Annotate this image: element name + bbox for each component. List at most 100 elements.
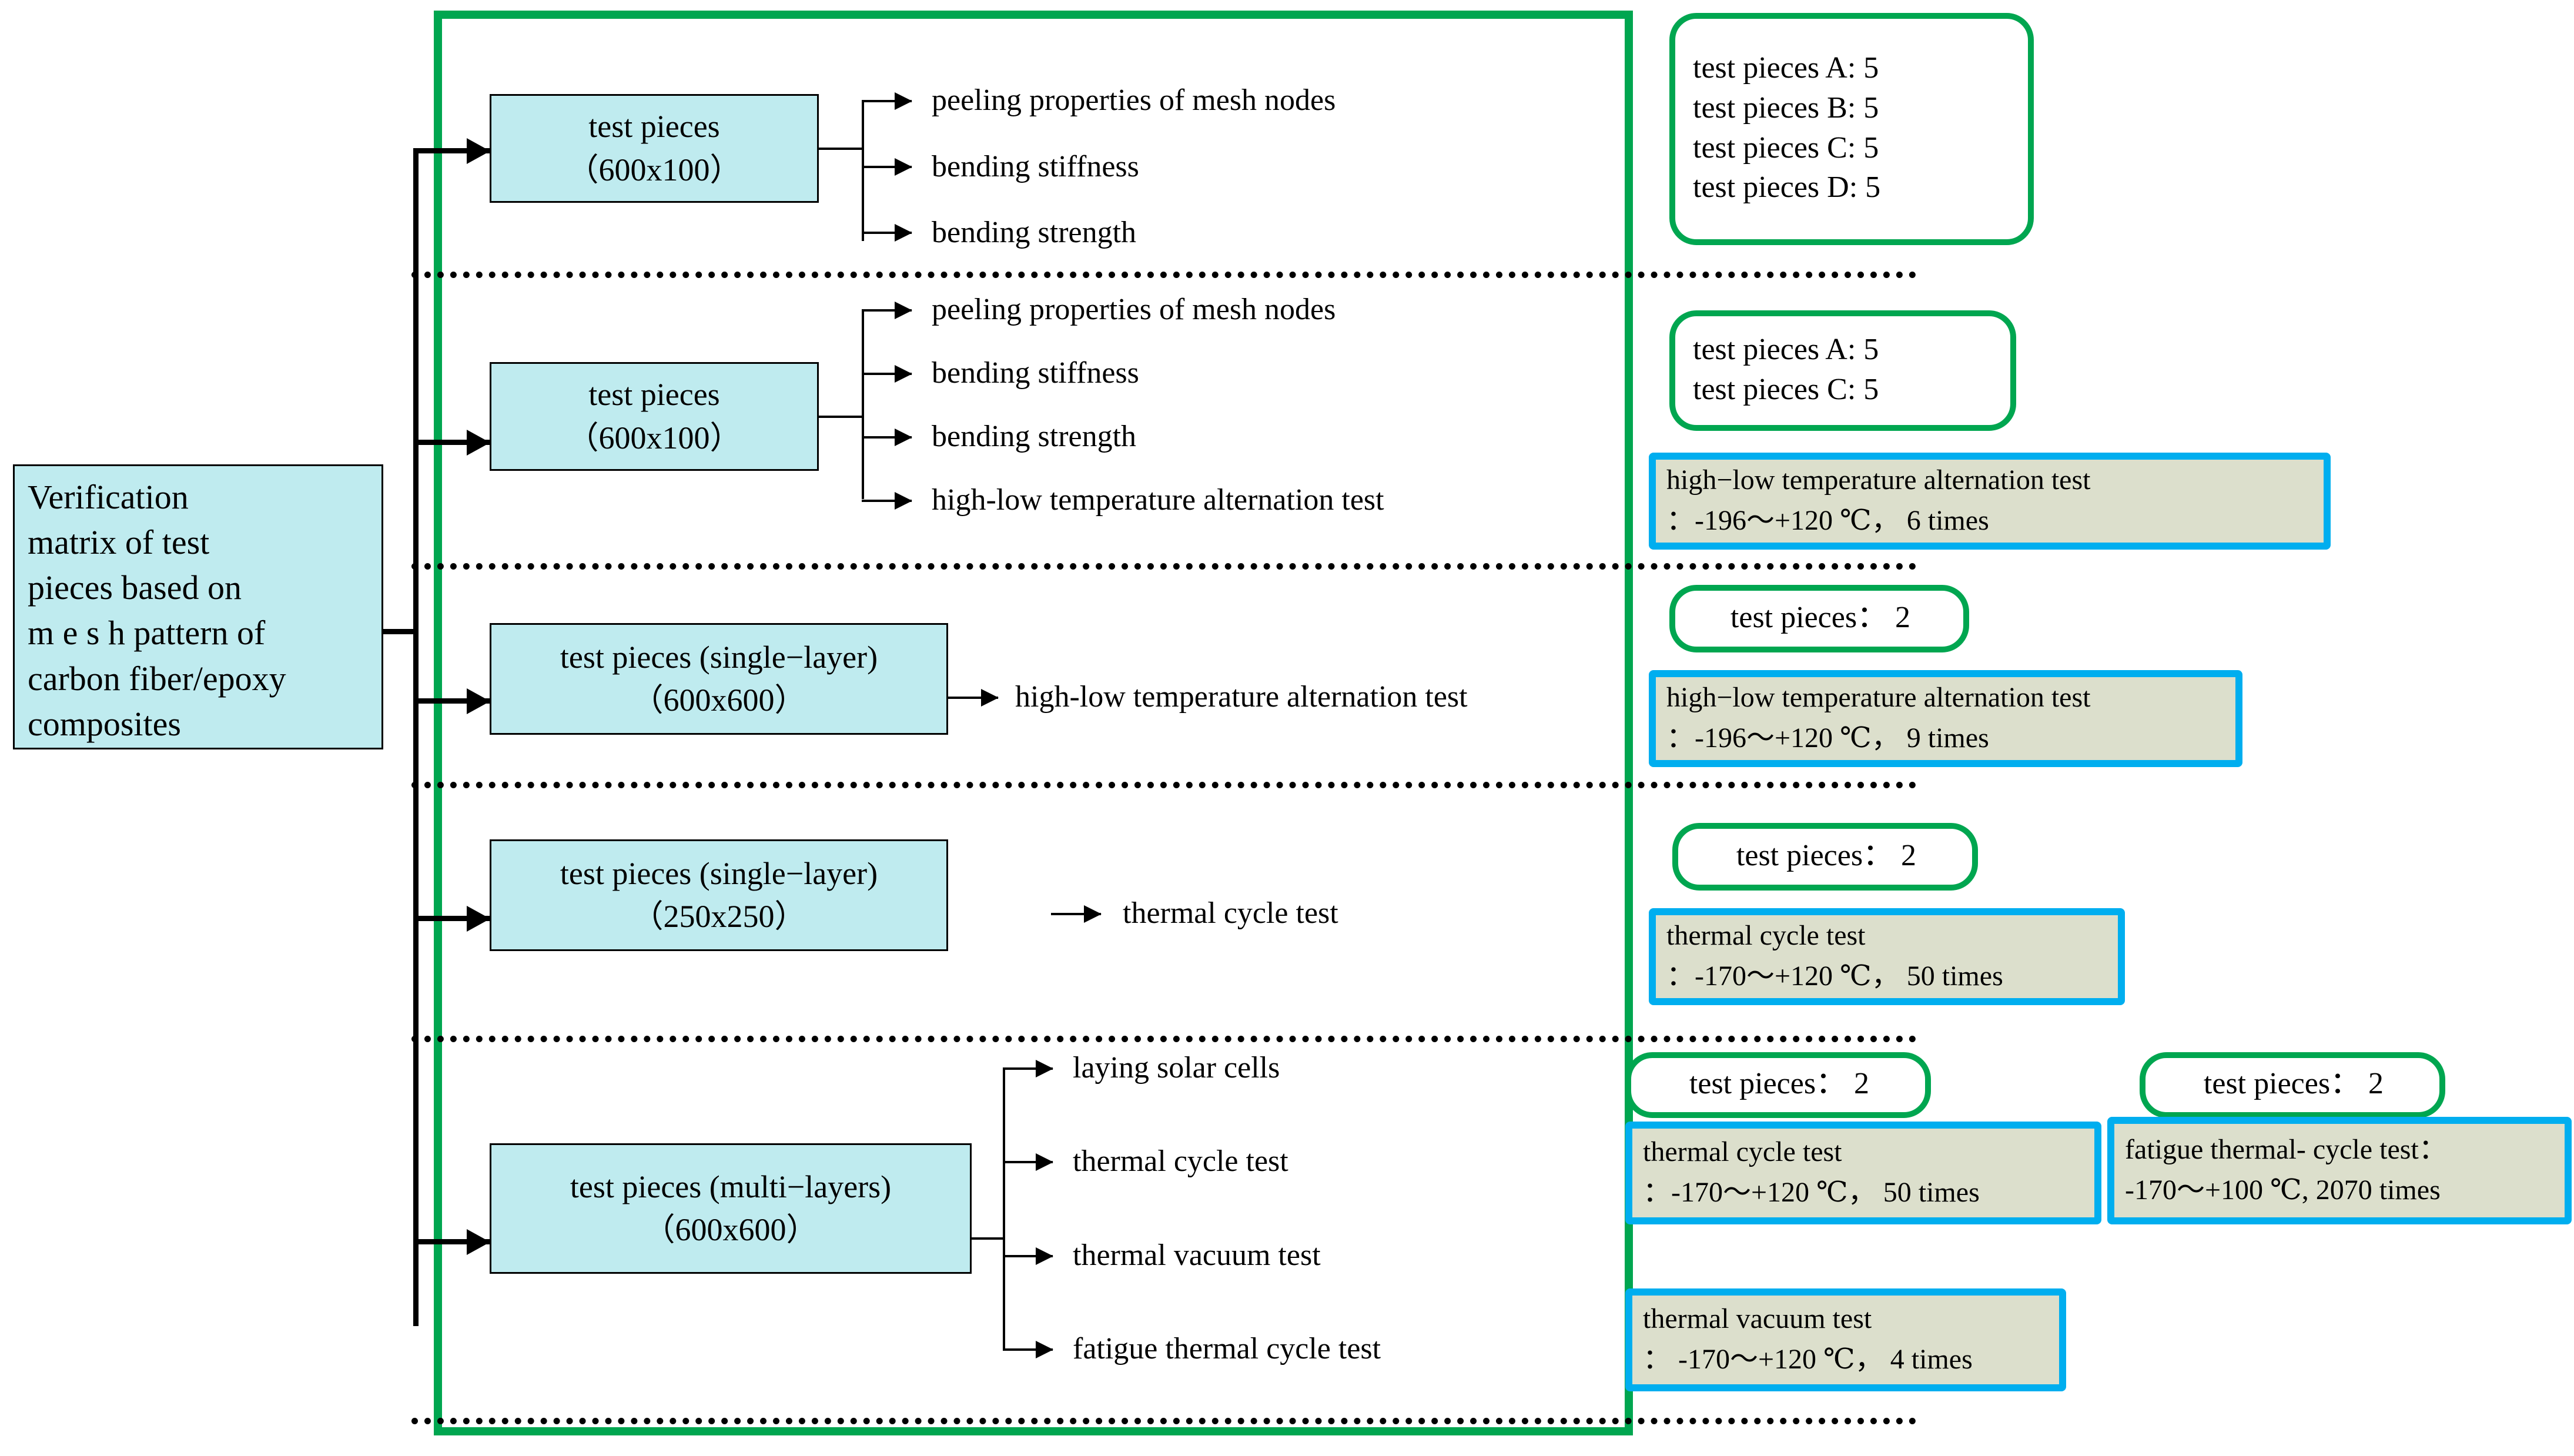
condition-box-row-5-0-title: thermal cycle test xyxy=(1643,1136,1842,1168)
process-box-row-3-line1: test pieces (single−layer) xyxy=(560,639,878,675)
leaf-label-row-1-0: peeling properties of mesh nodes xyxy=(932,83,1336,117)
callout-pill-row-5-b-line-0: test pieces： 2 xyxy=(2203,1067,2384,1101)
branch-arrow-row-5 xyxy=(413,1239,490,1244)
process-box-row-5-line1: test pieces (multi−layers) xyxy=(570,1169,892,1204)
fanout-stem-row-1 xyxy=(819,148,863,150)
process-box-row-4-line1: test pieces (single−layer) xyxy=(560,855,878,891)
condition-box-row-5-0: thermal cycle test ：-170〜+120 ℃， 50 time… xyxy=(1625,1122,2101,1224)
leaf-label-row-1-2: bending strength xyxy=(932,216,1137,249)
row-separator-1 xyxy=(411,272,1916,278)
leaf-label-row-2-3: high-low temperature alternation test xyxy=(932,483,1384,517)
callout-pill-row-2-line-1: test pieces C: 5 xyxy=(1693,372,1879,406)
condition-box-row-5-b-0: fatigue thermal- cycle test： -170〜+100 ℃… xyxy=(2107,1117,2572,1224)
fanout-bus-row-2 xyxy=(862,310,864,499)
root-line-2: matrix of test xyxy=(28,523,210,562)
leaf-label-row-5-2: thermal vacuum test xyxy=(1073,1239,1321,1272)
fanout-bus-row-1 xyxy=(862,101,864,241)
condition-box-row-5-0-detail: ：-170〜+120 ℃， 50 times xyxy=(1643,1176,1980,1208)
leaf-arrow-row-3-0 xyxy=(948,697,998,699)
process-box-row-2-line2: （600x100） xyxy=(567,420,742,456)
callout-pill-row-3-line-0: test pieces： 2 xyxy=(1730,600,1911,634)
callout-pill-row-2-line-0: test pieces A: 5 xyxy=(1693,332,1879,366)
condition-box-row-4-0-detail: ：-170〜+120 ℃， 50 times xyxy=(1666,960,2003,992)
branch-arrow-row-1 xyxy=(413,148,490,153)
process-box-row-3: test pieces (single−layer) （600x600） xyxy=(490,623,948,735)
root-node-verification-matrix: Verification matrix of test pieces based… xyxy=(13,464,383,749)
condition-box-row-5-1: thermal vacuum test ： -170〜+120 ℃， 4 tim… xyxy=(1625,1288,2066,1391)
process-box-row-1-line2: （600x100） xyxy=(567,152,742,188)
root-line-5: carbon fiber/epoxy xyxy=(28,659,286,698)
leaf-arrow-row-5-3 xyxy=(1003,1348,1053,1351)
leaf-arrow-row-2-2 xyxy=(862,436,912,439)
callout-pill-row-1-line-1: test pieces B: 5 xyxy=(1693,91,1879,125)
callout-pill-row-1-line-0: test pieces A: 5 xyxy=(1693,51,1879,85)
condition-box-row-2-0: high−low temperature alternation test ：-… xyxy=(1649,453,2331,550)
branch-arrow-row-2 xyxy=(413,440,490,445)
leaf-arrow-row-5-1 xyxy=(1003,1161,1053,1163)
condition-box-row-2-0-title: high−low temperature alternation test xyxy=(1666,464,2091,496)
branch-arrow-row-4 xyxy=(413,916,490,921)
callout-pill-row-5-b: test pieces： 2 xyxy=(2140,1052,2445,1118)
condition-box-row-4-0: thermal cycle test ：-170〜+120 ℃， 50 time… xyxy=(1649,908,2125,1005)
process-box-row-1-line1: test pieces xyxy=(588,109,720,145)
condition-box-row-2-0-detail: ：-196〜+120 ℃， 6 times xyxy=(1666,504,1989,536)
process-box-row-5: test pieces (multi−layers) （600x600） xyxy=(490,1143,972,1274)
fanout-stem-row-2 xyxy=(819,416,863,418)
condition-box-row-4-0-title: thermal cycle test xyxy=(1666,920,1866,952)
leaf-arrow-row-5-0 xyxy=(1003,1067,1053,1070)
leaf-arrow-row-1-1 xyxy=(862,166,912,168)
branch-arrow-row-3 xyxy=(413,698,490,704)
fanout-bus-row-5 xyxy=(1003,1069,1005,1350)
trunk-spine xyxy=(413,150,419,1326)
leaf-arrow-row-2-1 xyxy=(862,373,912,375)
leaf-label-row-1-1: bending stiffness xyxy=(932,150,1139,183)
callout-pill-row-3: test pieces： 2 xyxy=(1669,585,1969,652)
callout-pill-row-5-a-line-0: test pieces： 2 xyxy=(1689,1067,1870,1101)
callout-pill-row-4: test pieces： 2 xyxy=(1672,823,1978,891)
leaf-label-row-5-3: fatigue thermal cycle test xyxy=(1073,1332,1381,1365)
root-line-4: m e s h pattern of xyxy=(28,614,266,652)
root-line-3: pieces based on xyxy=(28,568,242,607)
callout-pill-row-1-line-3: test pieces D: 5 xyxy=(1693,170,1881,205)
row-separator-3 xyxy=(411,782,1916,788)
leaf-label-row-5-1: thermal cycle test xyxy=(1073,1144,1288,1178)
callout-pill-row-2: test pieces A: 5 test pieces C: 5 xyxy=(1669,310,2016,431)
callout-pill-row-5-a: test pieces： 2 xyxy=(1625,1052,1931,1118)
process-box-row-4: test pieces (single−layer) （250x250） xyxy=(490,839,948,951)
leaf-label-row-2-1: bending stiffness xyxy=(932,356,1139,390)
leaf-arrow-row-2-3 xyxy=(862,500,912,502)
condition-box-row-5-b-0-title: fatigue thermal- cycle test： xyxy=(2125,1134,2447,1166)
trunk-stub xyxy=(383,629,419,634)
leaf-arrow-row-4-0 xyxy=(1051,913,1101,915)
condition-box-row-5-1-title: thermal vacuum test xyxy=(1643,1303,1872,1335)
row-separator-4 xyxy=(411,1036,1916,1042)
callout-pill-row-4-line-0: test pieces： 2 xyxy=(1736,838,1917,872)
process-box-row-2: test pieces （600x100） xyxy=(490,362,819,471)
fanout-stem-row-5 xyxy=(972,1237,1004,1240)
row-separator-5 xyxy=(411,1418,1916,1424)
leaf-label-row-5-0: laying solar cells xyxy=(1073,1051,1280,1085)
condition-box-row-5-1-detail: ： -170〜+120 ℃， 4 times xyxy=(1643,1343,1973,1375)
process-box-row-4-line2: （250x250） xyxy=(631,899,806,934)
leaf-arrow-row-1-2 xyxy=(862,232,912,234)
leaf-arrow-row-5-2 xyxy=(1003,1255,1053,1257)
process-box-row-5-line2: （600x600） xyxy=(643,1212,818,1247)
leaf-arrow-row-2-0 xyxy=(862,309,912,312)
callout-pill-row-1-line-2: test pieces C: 5 xyxy=(1693,130,1879,165)
process-box-row-2-line1: test pieces xyxy=(588,377,720,413)
leaf-label-row-3-0: high-low temperature alternation test xyxy=(1015,680,1468,714)
condition-box-row-3-0: high−low temperature alternation test ：-… xyxy=(1649,670,2242,767)
leaf-label-row-2-0: peeling properties of mesh nodes xyxy=(932,293,1336,326)
process-box-row-3-line2: （600x600） xyxy=(631,682,806,718)
root-line-6: composites xyxy=(28,704,181,743)
leaf-label-row-2-2: bending strength xyxy=(932,420,1137,453)
condition-box-row-5-b-0-detail: -170〜+100 ℃, 2070 times xyxy=(2125,1174,2441,1206)
condition-box-row-3-0-title: high−low temperature alternation test xyxy=(1666,682,2091,714)
process-box-row-1: test pieces （600x100） xyxy=(490,94,819,203)
root-line-1: Verification xyxy=(28,478,189,516)
row-separator-2 xyxy=(411,563,1916,570)
callout-pill-row-1: test pieces A: 5 test pieces B: 5 test p… xyxy=(1669,13,2034,245)
leaf-label-row-4-0: thermal cycle test xyxy=(1123,896,1338,930)
leaf-arrow-row-1-0 xyxy=(862,100,912,102)
